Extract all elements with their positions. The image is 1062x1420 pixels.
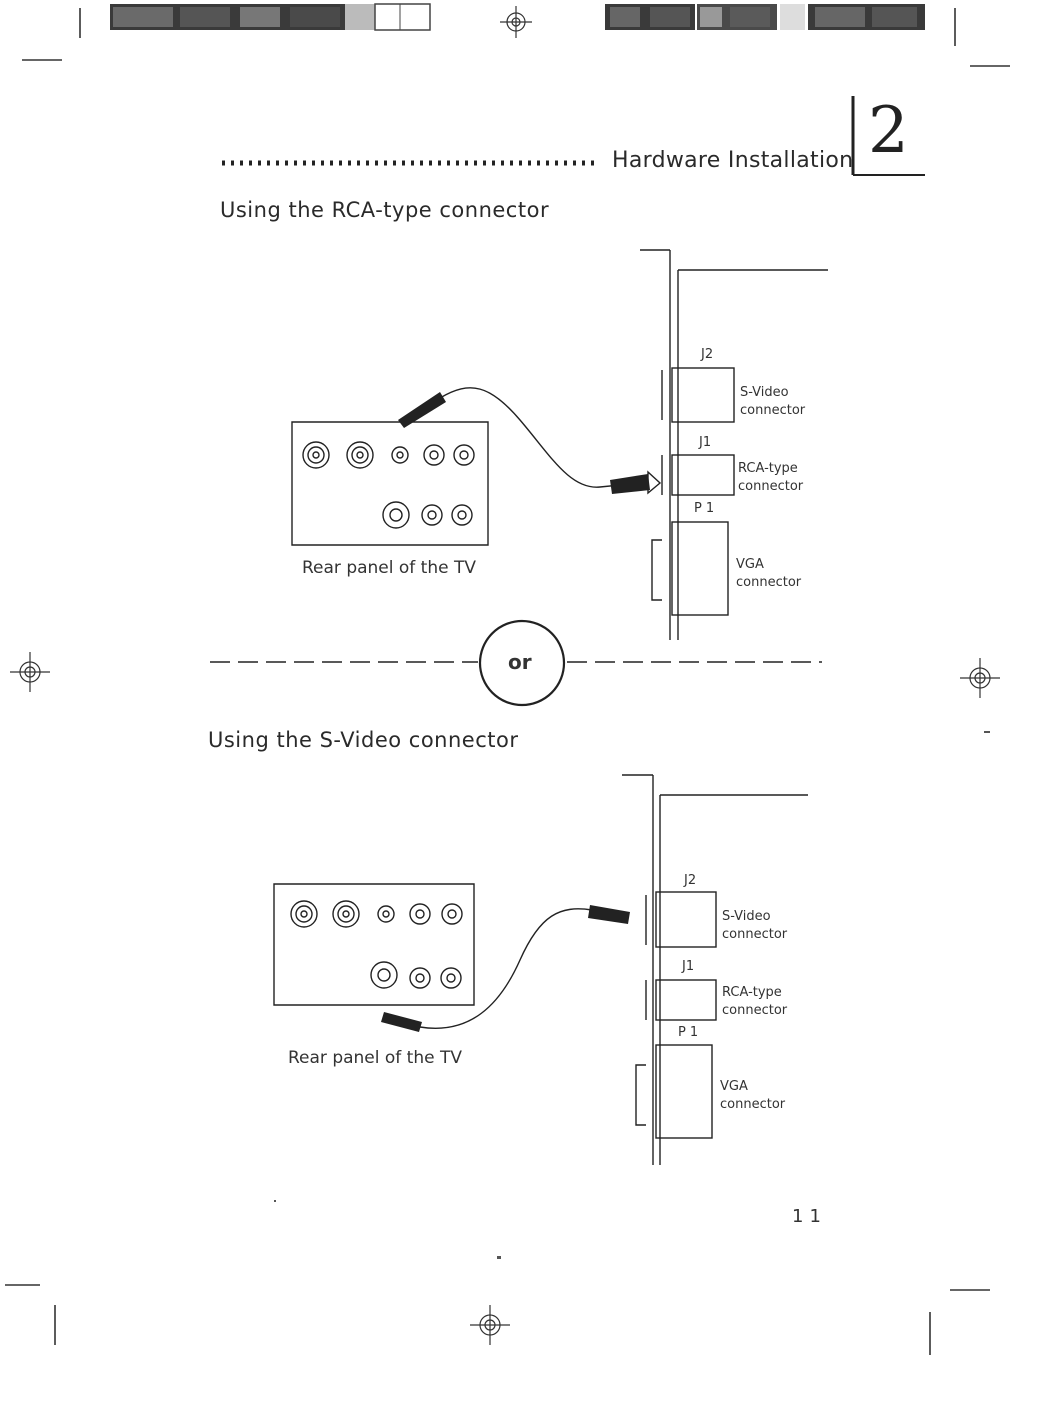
label-svideo-connector: S-Video connector	[740, 385, 806, 418]
chapter-number: 2	[868, 94, 909, 168]
label-j1: J1	[699, 435, 712, 450]
vga-connector-box	[655, 1044, 713, 1139]
label-j2: J2	[701, 347, 714, 362]
tv-rear-panel	[273, 883, 475, 1006]
vga-connector-box	[671, 521, 729, 616]
rca-connector-box	[671, 454, 735, 496]
label-j2: J2	[684, 873, 697, 888]
chapter-box	[851, 96, 925, 176]
registration-target-icon	[10, 6, 1000, 1345]
section-heading-rca: Using the RCA-type connector	[220, 198, 550, 222]
svideo-connector-box	[655, 891, 717, 948]
label-vga-connector: VGA connector	[720, 1079, 786, 1112]
page-number: 11	[792, 1206, 827, 1227]
section-heading-svideo: Using the S-Video connector	[208, 728, 519, 752]
label-rca-connector: RCA-type connector	[722, 985, 788, 1018]
print-color-bar	[110, 3, 925, 31]
tv-caption: Rear panel of the TV	[302, 558, 476, 578]
label-svideo-connector: S-Video connector	[722, 909, 788, 942]
label-rca-connector: RCA-type connector	[738, 461, 804, 494]
label-p1: P1	[678, 1025, 703, 1040]
diagram-rca-connection	[291, 249, 828, 640]
svideo-connector-box	[671, 367, 735, 423]
rca-cable	[439, 387, 641, 488]
tv-rear-panel	[291, 421, 489, 546]
label-p1: P1	[694, 501, 719, 516]
label-vga-connector: VGA connector	[736, 557, 802, 590]
tv-caption: Rear panel of the TV	[288, 1048, 462, 1068]
rca-plug-icon	[398, 392, 662, 495]
rca-connector-box	[655, 979, 717, 1021]
label-j1: J1	[682, 959, 695, 974]
diagram-svideo-connection	[273, 774, 808, 1165]
or-label: or	[508, 650, 532, 674]
svideo-cable	[419, 908, 593, 1029]
print-specks	[274, 731, 990, 1259]
crop-marks	[5, 8, 1010, 1355]
header-title: Hardware Installation	[612, 148, 854, 173]
svideo-plug-icon	[381, 905, 630, 1032]
or-divider	[210, 619, 822, 707]
